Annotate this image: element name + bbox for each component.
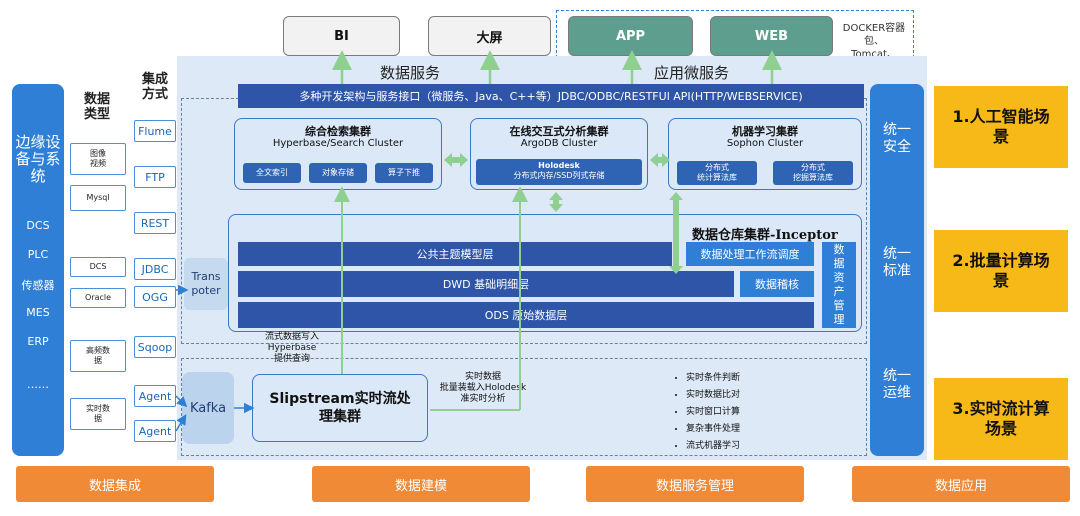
search-cluster-subtitle: Hyperbase/Search Cluster bbox=[272, 138, 404, 149]
holodesk-tag: Holodesk 分布式内存/SSD列式存储 bbox=[476, 159, 642, 185]
unified-column bbox=[870, 84, 924, 456]
source-dcs: DCS bbox=[70, 257, 126, 277]
argodb-cluster-title: 在线交互式分析集群 bbox=[509, 125, 609, 138]
edge-item-plc: PLC bbox=[27, 248, 49, 261]
common-model-layer: 公共主题模型层 bbox=[238, 242, 672, 266]
unified-standard: 统一标准 bbox=[883, 246, 911, 279]
arrows-between-clusters bbox=[444, 153, 683, 274]
integration-jdbc: JDBC bbox=[134, 258, 176, 280]
argodb-cluster: 在线交互式分析集群 ArgoDB Cluster Holodesk 分布式内存/… bbox=[470, 118, 648, 190]
arrows-to-outputs bbox=[332, 50, 782, 84]
search-cluster-title: 综合检索集群 bbox=[305, 125, 371, 138]
bottom-data-modeling: 数据建模 bbox=[312, 466, 530, 502]
app-box: APP bbox=[568, 16, 693, 56]
feature-realtime-window: 实时窗口计算 bbox=[686, 404, 740, 421]
scenario-ai: 1.人工智能场景 bbox=[934, 86, 1068, 168]
arrows-from-slipstream bbox=[334, 186, 528, 411]
search-item-object-storage: 对象存储 bbox=[309, 163, 367, 183]
argodb-cluster-subtitle: ArgoDB Cluster bbox=[520, 138, 598, 149]
edge-devices-panel: 边缘设备与系统 DCS PLC 传感器 MES ERP …… bbox=[12, 84, 64, 456]
feature-stream-ml: 流式机器学习 bbox=[686, 438, 740, 455]
sophon-cluster: 机器学习集群 Sophon Cluster 分布式统计算法库 分布式挖掘算法库 bbox=[668, 118, 862, 190]
workflow-scheduling: 数据处理工作流调度 bbox=[686, 242, 814, 266]
edge-item-dcs: DCS bbox=[26, 219, 50, 232]
arrows-integration bbox=[175, 284, 255, 432]
integration-rest: REST bbox=[134, 212, 176, 234]
feature-realtime-condition: 实时条件判断 bbox=[686, 370, 740, 387]
feature-realtime-compare: 实时数据比对 bbox=[686, 387, 740, 404]
sophon-item-mining: 分布式挖掘算法库 bbox=[773, 161, 853, 185]
unified-security: 统一安全 bbox=[883, 122, 911, 155]
edge-devices-title: 边缘设备与系统 bbox=[15, 133, 61, 185]
search-item-operator-pushdown: 算子下推 bbox=[375, 163, 433, 183]
scenario-batch: 2.批量计算场景 bbox=[934, 230, 1068, 312]
sophon-cluster-subtitle: Sophon Cluster bbox=[726, 138, 804, 149]
stream-feature-list: 实时条件判断 实时数据比对 实时窗口计算 复杂事件处理 流式机器学习 bbox=[672, 370, 740, 455]
search-cluster: 综合检索集群 Hyperbase/Search Cluster 全文索引 对象存… bbox=[234, 118, 442, 190]
data-audit: 数据稽核 bbox=[740, 271, 814, 297]
edge-item-erp: ERP bbox=[27, 335, 49, 348]
source-image-video: 图像视频 bbox=[70, 143, 126, 175]
data-type-header: 数据类型 bbox=[83, 92, 110, 122]
edge-item-mes: MES bbox=[26, 306, 50, 319]
scenario-stream: 3.实时流计算场景 bbox=[934, 378, 1068, 460]
unified-operation: 统一运维 bbox=[883, 368, 911, 401]
source-high-frequency: 高频数据 bbox=[70, 340, 126, 372]
micro-service-label: 应用微服务 bbox=[654, 64, 730, 82]
integration-ftp: FTP bbox=[134, 166, 176, 188]
integration-agent-2: Agent bbox=[134, 420, 176, 442]
integration-agent-1: Agent bbox=[134, 385, 176, 407]
source-realtime: 实时数据 bbox=[70, 398, 126, 430]
warehouse-title: 数据仓库集群-Inceptor bbox=[692, 228, 838, 243]
dwd-layer: DWD 基础明细层 bbox=[238, 271, 734, 297]
big-screen-box: 大屏 bbox=[428, 16, 551, 56]
bottom-data-integration: 数据集成 bbox=[16, 466, 214, 502]
integration-flume: Flume bbox=[134, 120, 176, 142]
edge-item-more: …… bbox=[27, 378, 49, 391]
bottom-data-service-mgmt: 数据服务管理 bbox=[586, 466, 804, 502]
ods-layer: ODS 原始数据层 bbox=[238, 302, 814, 328]
bottom-data-application: 数据应用 bbox=[852, 466, 1070, 502]
holodesk-tag-subtitle: 分布式内存/SSD列式存储 bbox=[513, 171, 605, 180]
api-bar: 多种开发架构与服务接口（微服务、Java、C++等）JDBC/ODBC/REST… bbox=[238, 84, 864, 108]
kafka-box: Kafka bbox=[182, 372, 234, 444]
edge-item-sensor: 传感器 bbox=[21, 279, 55, 292]
source-mysql: Mysql bbox=[70, 185, 126, 211]
web-box: WEB bbox=[710, 16, 833, 56]
search-item-fulltext: 全文索引 bbox=[243, 163, 301, 183]
integration-sqoop: Sqoop bbox=[134, 336, 176, 358]
integration-header: 集成方式 bbox=[141, 72, 168, 102]
data-asset-management: 数据资产管理 bbox=[822, 242, 856, 328]
holodesk-tag-title: Holodesk bbox=[538, 161, 580, 170]
slipstream-cluster: Slipstream实时流处理集群 bbox=[252, 374, 428, 442]
data-service-label: 数据服务 bbox=[380, 64, 441, 82]
integration-ogg: OGG bbox=[134, 286, 176, 308]
feature-complex-event: 复杂事件处理 bbox=[686, 421, 740, 438]
sophon-cluster-title: 机器学习集群 bbox=[732, 125, 798, 138]
source-oracle: Oracle bbox=[70, 288, 126, 308]
sophon-item-stat: 分布式统计算法库 bbox=[677, 161, 757, 185]
